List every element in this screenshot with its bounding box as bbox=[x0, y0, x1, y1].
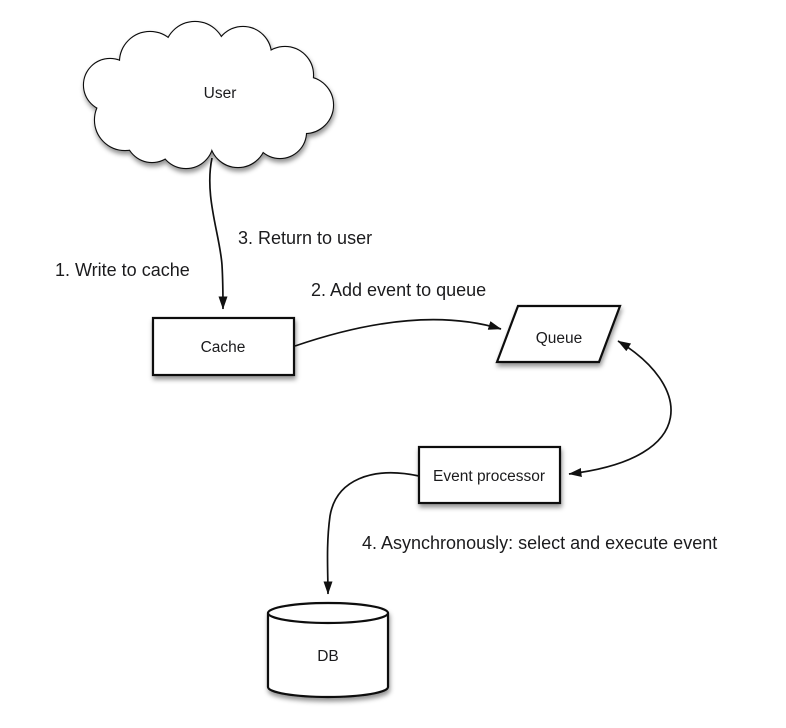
nodes-layer bbox=[82, 20, 622, 699]
cache-label: Cache bbox=[201, 339, 246, 356]
db-label: DB bbox=[317, 648, 339, 665]
step4-asynchronously-label: 4. Asynchronously: select and execute ev… bbox=[362, 533, 717, 553]
step1-write-to-cache-label: 1. Write to cache bbox=[55, 260, 190, 280]
queue-label: Queue bbox=[536, 330, 583, 347]
labels-layer: User Cache Queue Event processor DB 1. W… bbox=[55, 85, 717, 665]
user-label: User bbox=[204, 85, 237, 102]
queue-parallelogram bbox=[495, 304, 622, 364]
db-cylinder bbox=[266, 601, 390, 699]
event-processor-label: Event processor bbox=[433, 468, 545, 485]
step3-return-to-user-label: 3. Return to user bbox=[238, 228, 372, 248]
edge-event-processor-to-db bbox=[323, 472, 420, 595]
edges-layer bbox=[208, 157, 672, 595]
edge-user-to-cache bbox=[208, 157, 228, 310]
user-cloud-shape bbox=[82, 20, 335, 170]
cache-box bbox=[151, 316, 296, 377]
step2-add-event-to-queue-label: 2. Add event to queue bbox=[311, 280, 486, 300]
event-processor-box bbox=[417, 445, 562, 505]
edge-queue-event-processor-two-way bbox=[568, 340, 672, 477]
edge-cache-to-queue bbox=[294, 318, 502, 347]
